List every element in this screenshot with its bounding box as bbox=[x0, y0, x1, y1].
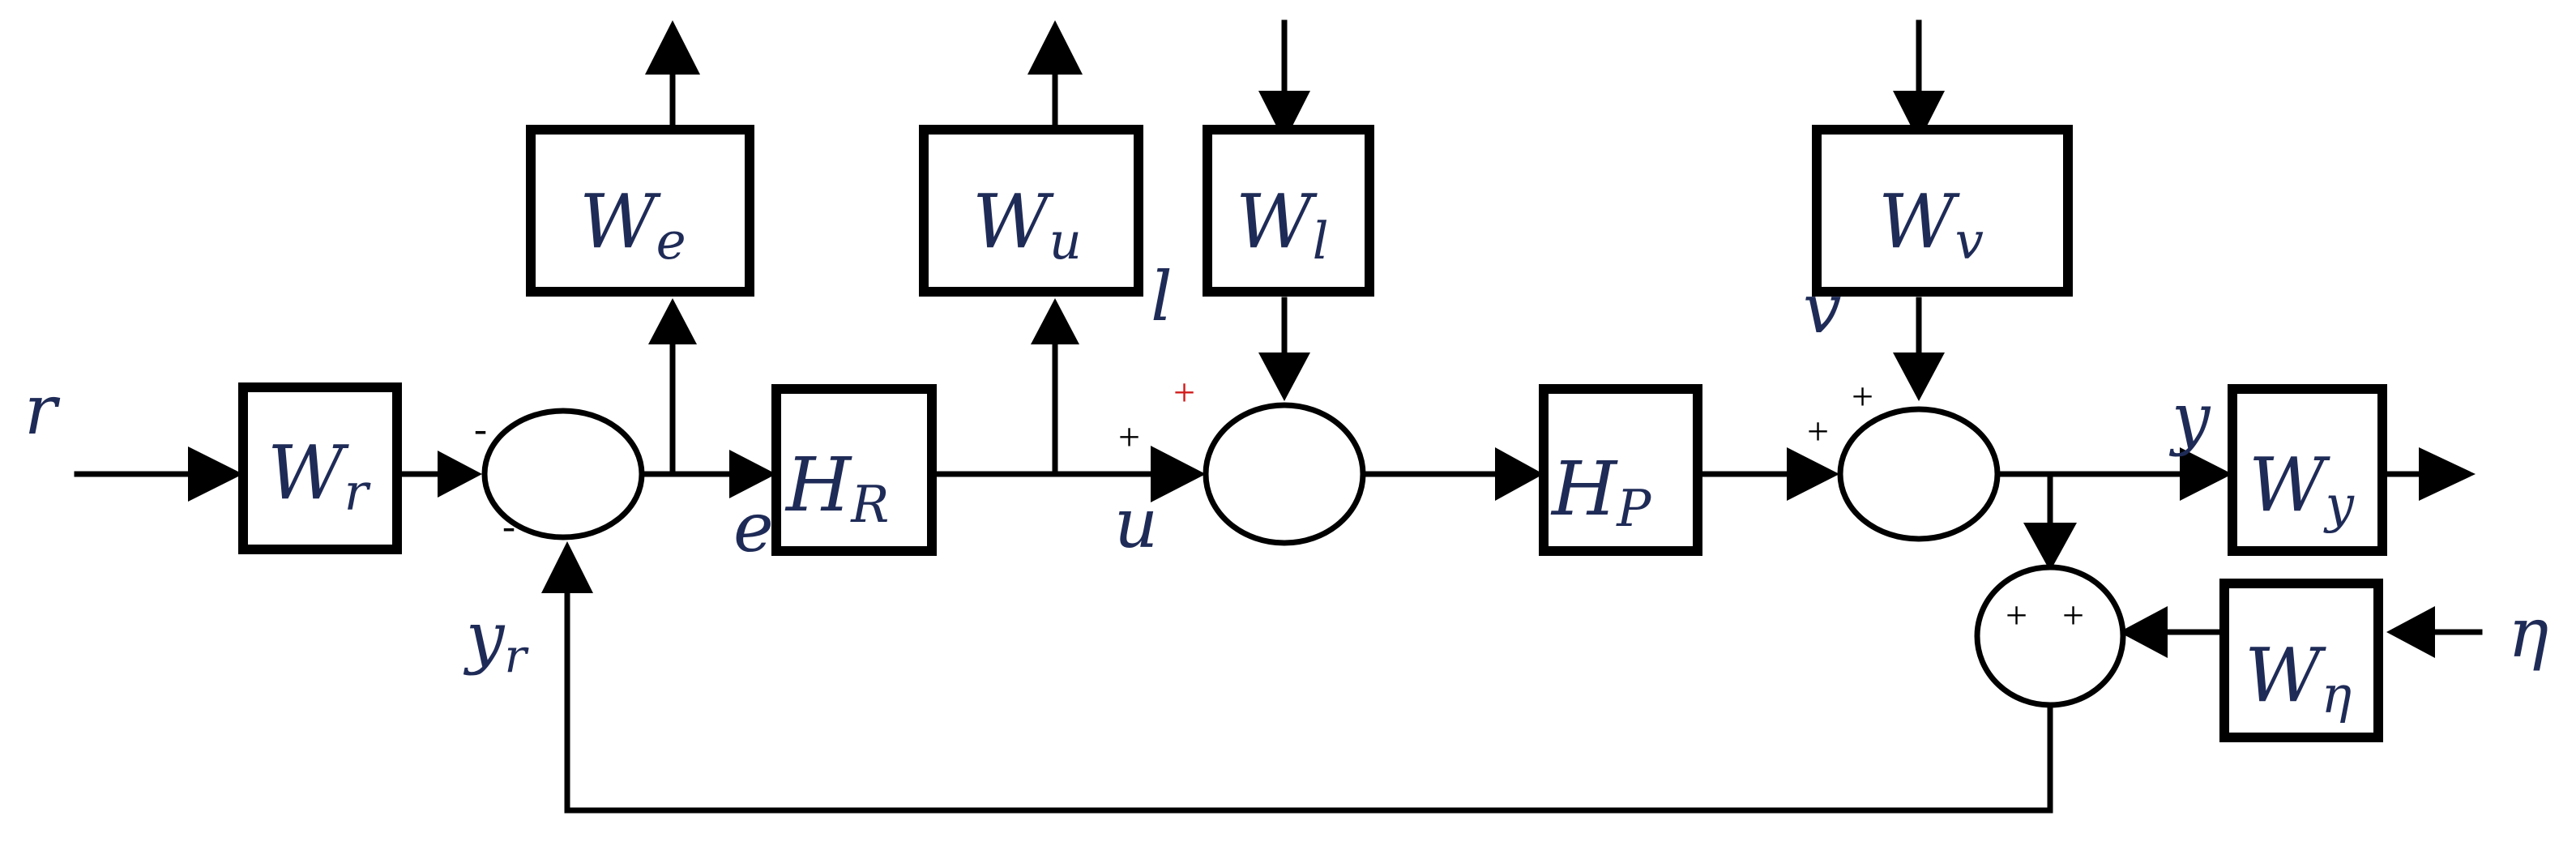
signal-label-e: e bbox=[733, 488, 774, 567]
arrowhead-into-Wl bbox=[1258, 91, 1310, 142]
block-Wu bbox=[919, 125, 1143, 297]
summing-junction-3 bbox=[1837, 406, 2001, 542]
arrowhead-into-sum2 bbox=[1151, 446, 1206, 502]
summing-junctions bbox=[481, 402, 2126, 708]
arrowhead-Wy-out bbox=[2419, 447, 2476, 501]
arrowhead-into-Wy bbox=[2180, 447, 2232, 501]
block-Weta bbox=[2219, 579, 2383, 742]
arrowhead-into-We bbox=[648, 298, 697, 344]
block-Wv bbox=[1812, 125, 2073, 297]
arrowhead-into-HP bbox=[1495, 447, 1544, 501]
label-HR: HR bbox=[784, 442, 889, 534]
arrowhead-We-out bbox=[645, 20, 700, 75]
transfer-blocks bbox=[238, 125, 2387, 742]
arrowhead-into-sum3-top bbox=[1893, 352, 1945, 401]
sign-sum2-top: + bbox=[1173, 371, 1195, 414]
arrowhead-into-sum2-top bbox=[1258, 352, 1310, 401]
signal-label-eta: η bbox=[2508, 593, 2548, 673]
arrowhead-into-Wv bbox=[1893, 91, 1945, 142]
block-HR bbox=[771, 384, 937, 556]
sign-sum1-left: - bbox=[474, 408, 487, 451]
sign-sum4-right: + bbox=[2062, 594, 2084, 637]
summing-junction-4 bbox=[1974, 564, 2126, 708]
arrowhead-into-sum3 bbox=[1787, 447, 1839, 501]
label-Wr: Wr bbox=[267, 429, 371, 522]
label-Wl: Wl bbox=[1236, 178, 1329, 271]
label-Weta: Wη bbox=[2245, 632, 2352, 724]
sign-sum3-left: + bbox=[1807, 410, 1829, 453]
signal-label-r: r bbox=[24, 370, 61, 450]
block-Wy bbox=[2228, 384, 2387, 556]
sign-sum3-top: + bbox=[1852, 375, 1873, 418]
wire-feedback-yr bbox=[564, 588, 2053, 814]
arrowhead-into-Weta bbox=[2386, 606, 2435, 658]
signal-label-u: u bbox=[1114, 484, 1158, 563]
sign-sum4-top: + bbox=[2006, 594, 2027, 637]
signal-label-y: y bbox=[2168, 378, 2211, 458]
label-HP: HP bbox=[1550, 446, 1651, 538]
block-Wl bbox=[1203, 125, 1374, 297]
label-Wy: Wy bbox=[2249, 442, 2355, 534]
sign-sum1-bottom: - bbox=[502, 505, 515, 548]
arrowhead-into-sum4 bbox=[2023, 523, 2077, 571]
arrowhead-into-sum1-bottom bbox=[541, 541, 593, 593]
signal-wires bbox=[74, 19, 2483, 814]
signal-labels: r e u l v y η yr bbox=[24, 257, 2548, 683]
summing-junction-2 bbox=[1203, 402, 1366, 546]
block-We bbox=[526, 125, 754, 297]
block-Wr bbox=[238, 382, 402, 554]
arrowhead-into-HR bbox=[729, 450, 776, 498]
signal-label-yr: yr bbox=[463, 597, 529, 683]
label-We: We bbox=[579, 178, 686, 271]
sign-sum2-left: + bbox=[1118, 416, 1140, 459]
signal-label-l: l bbox=[1151, 257, 1173, 336]
label-Wu: Wu bbox=[972, 178, 1082, 271]
arrowhead-into-Wr bbox=[188, 446, 243, 502]
arrowhead-into-sum4-right bbox=[2119, 606, 2168, 658]
junction-signs: - - + + + + + + bbox=[474, 371, 2084, 637]
arrowhead-into-Wu bbox=[1031, 298, 1079, 344]
block-HP bbox=[1539, 384, 1702, 556]
signal-label-v: v bbox=[1803, 269, 1841, 348]
label-Wv: Wv bbox=[1878, 178, 1984, 271]
arrowheads bbox=[188, 20, 2476, 658]
arrowhead-into-sum1 bbox=[438, 451, 482, 498]
arrowhead-Wu-out bbox=[1027, 20, 1083, 75]
block-labels: Wr We HR Wu Wl HP Wv Wy Wη bbox=[267, 178, 2355, 724]
summing-junction-1 bbox=[481, 408, 645, 540]
